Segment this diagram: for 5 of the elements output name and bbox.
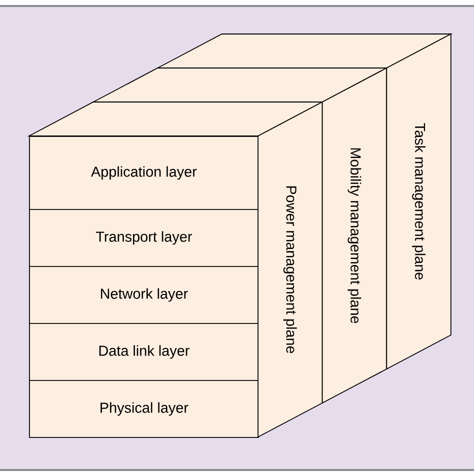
layer-box: Network layer xyxy=(29,266,259,324)
layer-box: Data link layer xyxy=(29,323,259,381)
layer-box: Application layer xyxy=(29,136,259,210)
layer-box: Physical layer xyxy=(29,380,259,438)
layer-box: Transport layer xyxy=(29,209,259,267)
